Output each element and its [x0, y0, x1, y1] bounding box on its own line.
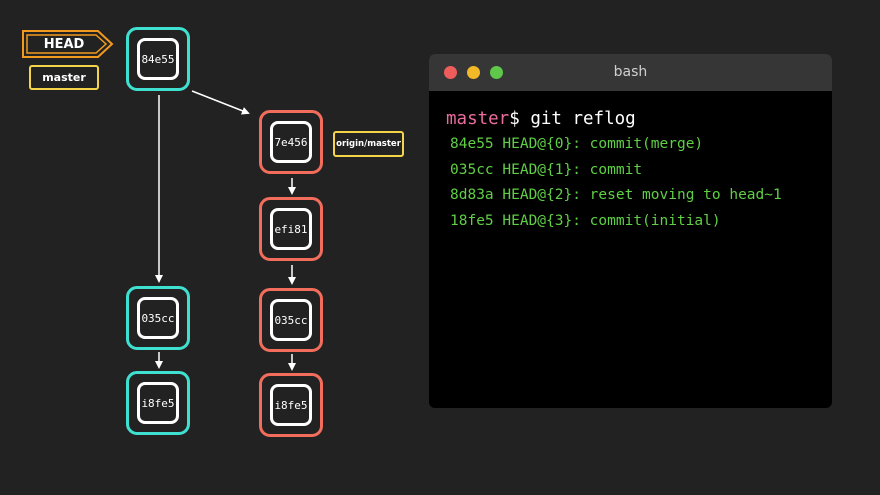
commit-hash: efi81 [274, 222, 308, 236]
command-text: git reflog [530, 109, 636, 129]
local-commit-i8fe5: i8fe5 [126, 371, 190, 435]
close-window-icon[interactable] [444, 66, 457, 79]
arrow-84e55-to-7e456 [191, 90, 250, 115]
local-commit-84e55: 84e55 [126, 27, 190, 91]
output-line: 8d83a HEAD@{2}: reset moving to head~1 [450, 187, 782, 203]
terminal-window[interactable]: bash master$ git reflog 84e55 HEAD@{0}: … [429, 54, 832, 408]
minimize-window-icon[interactable] [467, 66, 480, 79]
head-pointer-label: HEAD [43, 36, 85, 52]
remote-commit-i8fe5: i8fe5 [259, 373, 323, 437]
prompt-sign: $ [509, 109, 520, 129]
terminal-title: bash [613, 64, 648, 80]
master-branch-tag: master [29, 65, 99, 90]
origin-master-tag: origin/master [333, 131, 404, 157]
origin-master-label: origin/master [336, 139, 401, 149]
remote-commit-efi81: efi81 [259, 197, 323, 261]
maximize-window-icon[interactable] [490, 66, 503, 79]
output-line: 035cc HEAD@{1}: commit [450, 161, 643, 178]
remote-commit-035cc: 035cc [259, 288, 323, 352]
terminal-content[interactable]: master$ git reflog 84e55 HEAD@{0}: commi… [446, 106, 832, 234]
commit-hash: i8fe5 [141, 396, 175, 410]
commit-hash: 035cc [274, 313, 308, 327]
local-commit-035cc: 035cc [126, 286, 190, 350]
output-line: 18fe5 HEAD@{3}: commit(initial) [450, 212, 721, 229]
terminal-titlebar[interactable]: bash [429, 54, 832, 91]
commit-hash: 035cc [141, 311, 175, 325]
commit-hash: 84e55 [141, 52, 175, 66]
prompt-line: master$ git reflog [446, 106, 832, 132]
commit-hash: i8fe5 [274, 398, 308, 412]
head-pointer-shape [22, 30, 114, 58]
output-line: 84e55 HEAD@{0}: commit(merge) [450, 136, 704, 152]
master-branch-label: master [42, 71, 86, 84]
commit-hash: 7e456 [274, 135, 308, 149]
prompt-branch: master [446, 109, 510, 129]
head-pointer-inner-shape [26, 34, 108, 54]
remote-commit-7e456: 7e456 [259, 110, 323, 174]
